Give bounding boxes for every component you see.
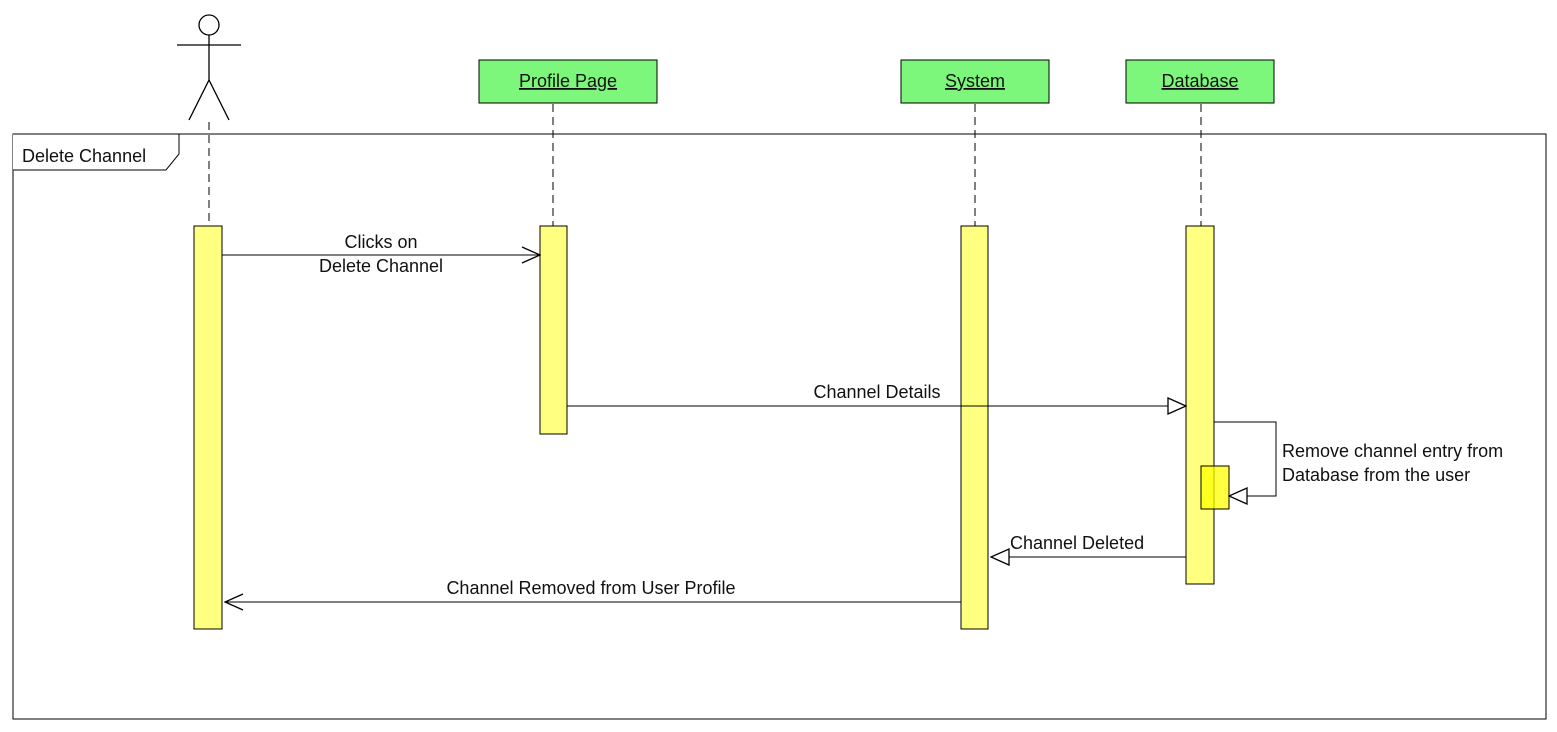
activation-system — [960, 225, 989, 630]
lifeline-head-database-label: Database — [1161, 71, 1238, 91]
activation-actor — [193, 225, 223, 630]
lifeline-head-profile-label: Profile Page — [519, 71, 617, 91]
message-m2-label: Channel Details — [813, 382, 940, 402]
message-m3-arrow[interactable] — [1214, 421, 1277, 496]
actor-icon — [177, 14, 241, 121]
message-m4-label: Channel Deleted — [1010, 533, 1144, 553]
message-m1-label-line2: Delete Channel — [319, 256, 443, 276]
frame-label-tab — [13, 133, 180, 171]
activation-database-nested — [1200, 465, 1230, 510]
frame-border — [12, 133, 1547, 720]
lifeline-head-profile[interactable]: Profile Page — [478, 59, 658, 104]
activation-profile — [539, 225, 568, 435]
frame-label: Delete Channel — [22, 146, 146, 166]
lifeline-head-system-label: System — [945, 71, 1005, 91]
lifeline-head-database[interactable]: Database — [1125, 59, 1275, 104]
lifeline-head-system[interactable]: System — [900, 59, 1050, 104]
message-m3-label-line2: Database from the user — [1282, 465, 1470, 485]
message-m1-label-line1: Clicks on — [344, 232, 417, 252]
activation-database — [1185, 225, 1215, 585]
message-m5-label: Channel Removed from User Profile — [446, 578, 735, 598]
message-m3-label-line1: Remove channel entry from — [1282, 441, 1503, 461]
